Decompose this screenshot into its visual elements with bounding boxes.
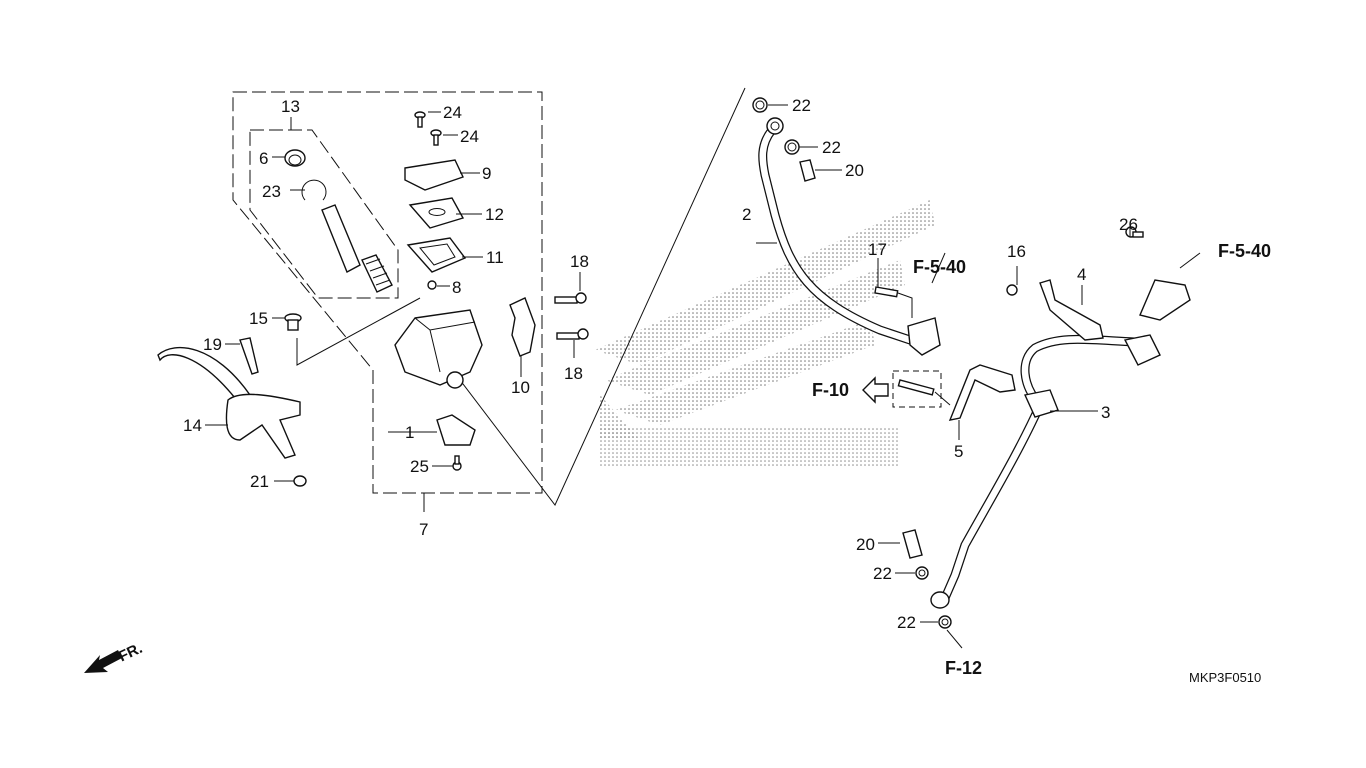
reservoir-cover-9-icon <box>404 159 464 191</box>
assembly-13-outline <box>249 129 399 299</box>
bolt-dashed-box <box>892 370 942 408</box>
screw-24a-icon <box>414 111 426 128</box>
ref-link-f-5-40[interactable]: F-5-40 <box>1218 241 1272 261</box>
brake-lever-14-icon <box>157 346 301 459</box>
part-label-22[interactable]: 22 <box>897 613 916 632</box>
part-label-22[interactable]: 22 <box>822 138 841 157</box>
diaphragm-11-icon <box>406 237 467 273</box>
bolt-f10-icon <box>897 379 935 396</box>
part-label-10[interactable]: 10 <box>511 378 530 397</box>
part-label-12[interactable]: 12 <box>485 205 504 224</box>
brake-hose-3-icon <box>930 279 1191 609</box>
part-label-18[interactable]: 18 <box>564 364 583 383</box>
screw-24b-icon <box>430 129 442 146</box>
bolt-18b-icon <box>556 328 589 340</box>
bolt-20b-icon <box>902 529 923 559</box>
boot-6-icon <box>284 149 306 167</box>
washer-22b-icon <box>784 139 800 155</box>
ref-f10-arrow-icon <box>862 376 889 404</box>
assembly-leader-line <box>459 87 746 506</box>
part-label-20[interactable]: 20 <box>856 535 875 554</box>
part-label-18[interactable]: 18 <box>570 252 589 271</box>
part-label-11[interactable]: 11 <box>486 248 504 267</box>
part-label-17[interactable]: 17 <box>868 240 887 259</box>
part-label-1[interactable]: 1 <box>405 423 415 442</box>
part-label-3[interactable]: 3 <box>1101 403 1111 422</box>
brake-switch-1-icon <box>436 414 476 446</box>
part-label-7[interactable]: 7 <box>419 520 429 539</box>
honda-wordmark-watermark <box>598 428 898 466</box>
part-label-23[interactable]: 23 <box>262 182 281 201</box>
part-label-20[interactable]: 20 <box>845 161 864 180</box>
part-label-22[interactable]: 22 <box>873 564 892 583</box>
washer-22d-icon <box>938 615 952 629</box>
part-label-19[interactable]: 19 <box>203 335 222 354</box>
ref-link-f-10[interactable]: F-10 <box>812 380 850 400</box>
bracket-4-icon <box>1039 279 1104 341</box>
assembly-7-outline <box>232 91 543 494</box>
part-label-9[interactable]: 9 <box>482 164 492 183</box>
brake-hose-2-icon <box>758 117 941 356</box>
bolt-16-icon <box>1006 284 1018 296</box>
part-label-25[interactable]: 25 <box>410 457 429 476</box>
part-label-22[interactable]: 22 <box>792 96 811 115</box>
bolt-20a-icon <box>799 159 816 182</box>
leader-lines <box>205 104 1201 649</box>
circlip-23-icon <box>301 179 327 201</box>
bolt-17-icon <box>874 286 899 298</box>
master-cylinder-body-icon <box>394 309 483 389</box>
part-label-15[interactable]: 15 <box>249 309 268 328</box>
ref-link-f-5-40[interactable]: F-5-40 <box>913 257 967 277</box>
part-label-2[interactable]: 2 <box>742 205 752 224</box>
part-label-4[interactable]: 4 <box>1077 265 1087 284</box>
spring-icon <box>361 254 393 293</box>
part-label-24[interactable]: 24 <box>460 127 479 146</box>
part-label-8[interactable]: 8 <box>452 278 462 297</box>
holder-10-icon <box>509 297 536 357</box>
piston-icon <box>321 204 361 273</box>
part-label-26[interactable]: 26 <box>1119 215 1138 234</box>
front-direction-arrow-icon <box>84 650 122 673</box>
part-label-13[interactable]: 13 <box>281 97 300 116</box>
bolt-26-icon <box>1125 226 1144 238</box>
ref-link-f-12[interactable]: F-12 <box>945 658 983 678</box>
honda-wing-watermark <box>595 200 935 466</box>
float-8-icon <box>427 280 437 290</box>
part-label-16[interactable]: 16 <box>1007 242 1026 261</box>
part-label-21[interactable]: 21 <box>250 472 269 491</box>
washer-22c-icon <box>915 566 929 580</box>
part-label-6[interactable]: 6 <box>259 149 269 168</box>
pivot-bolt-19-icon <box>239 337 259 375</box>
pivot-bolt-15-icon <box>284 313 302 331</box>
bolt-18a-icon <box>554 292 587 304</box>
part-label-5[interactable]: 5 <box>954 442 964 461</box>
part-label-24[interactable]: 24 <box>443 103 462 122</box>
cap-21-icon <box>293 475 307 487</box>
bracket-5-icon <box>948 364 1016 421</box>
diaphragm-plate-12-icon <box>408 197 465 229</box>
drawing-code: MKP3F0510 <box>1189 670 1262 685</box>
part-label-14[interactable]: 14 <box>183 416 202 435</box>
washer-22a-icon <box>752 97 768 113</box>
screw-25-icon <box>452 455 462 471</box>
